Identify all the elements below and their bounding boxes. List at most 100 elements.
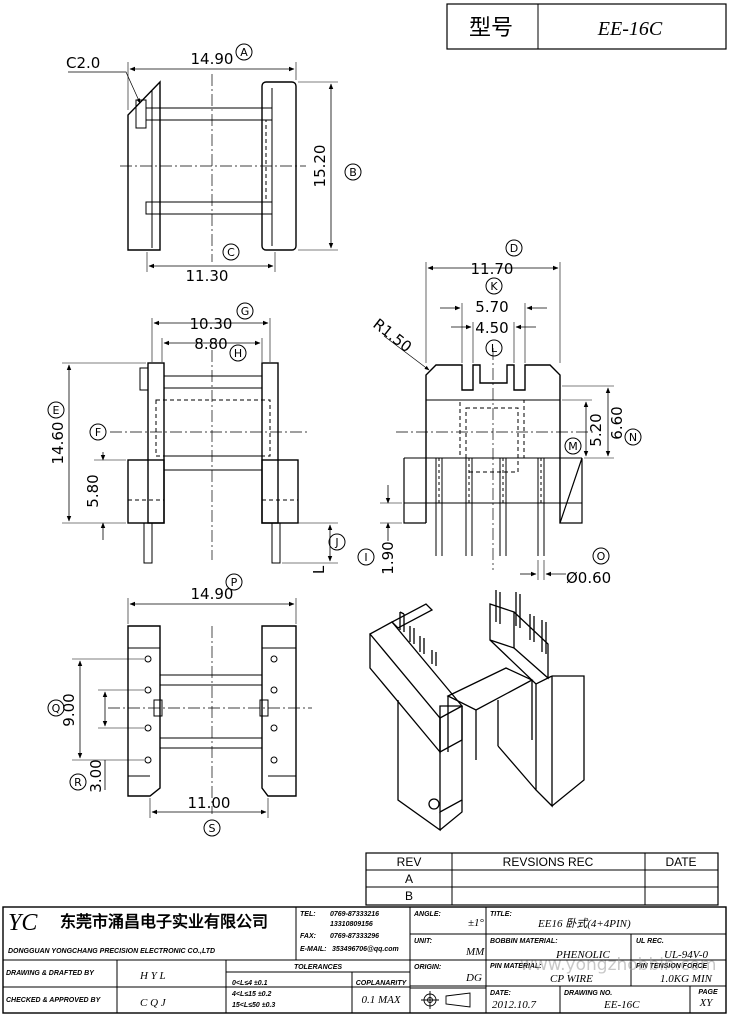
email-value: 353496706@qq.com: [332, 946, 399, 953]
page-value: XY: [699, 997, 715, 1009]
title-value: EE16 卧式(4+4PIN): [537, 917, 631, 930]
dim-q-value: 9.00: [60, 693, 78, 726]
checked-value: C Q J: [140, 997, 167, 1009]
dim-f-letter: F: [95, 426, 101, 439]
bottom-view-labels: 14.90 P 9.00 Q 3.00 R 11.00 S: [47, 573, 243, 837]
side-view: [62, 318, 338, 564]
tolerances-label: TOLERANCES: [294, 964, 342, 971]
bottom-view: [72, 598, 312, 818]
bobbin-material-label: BOBBIN MATERIAL:: [490, 938, 558, 945]
email-label: E-MAIL:: [300, 946, 326, 953]
dim-b-value: 15.20: [311, 145, 329, 188]
dim-radius-value: R1.50: [370, 315, 416, 356]
dim-k-letter: K: [490, 280, 498, 293]
tolerance-2: 4<L≤15 ±0.2: [231, 991, 272, 998]
dim-s-value: 11.00: [188, 794, 231, 812]
pin-hole-marks: [144, 655, 278, 764]
tolerance-1: 0<L≤4 ±0.1: [232, 980, 268, 987]
dim-l-value: 4.50: [475, 319, 508, 337]
dim-g-value: 10.30: [190, 315, 233, 333]
rev-date-header: DATE: [665, 855, 696, 869]
model-label: 型号: [469, 16, 513, 41]
fax-label: FAX:: [300, 933, 316, 940]
origin-value: DG: [465, 972, 482, 984]
dim-m-value: 5.20: [587, 413, 605, 446]
dim-b-letter: B: [349, 166, 357, 179]
tel-value-1: 0769-87333216: [330, 911, 379, 918]
dim-g-letter: G: [241, 305, 250, 318]
dim-n-value: 6.60: [608, 406, 626, 439]
dim-n-letter: N: [629, 431, 637, 444]
coplanarity-value: 0.1 MAX: [361, 994, 401, 1006]
dim-p-value: 14.90: [191, 585, 234, 603]
dim-d-letter: D: [510, 242, 518, 255]
dim-f-value: 5.80: [84, 474, 102, 507]
dim-e-letter: E: [53, 404, 60, 417]
coplanarity-label: COPLANARITY: [356, 980, 408, 987]
dim-c-letter: C: [227, 246, 235, 259]
dim-d-value: 11.70: [471, 260, 514, 278]
dim-r-value: 3.00: [87, 759, 105, 792]
side-view-labels: 10.30 G 8.80 H 14.60 E 5.80 F J L: [47, 302, 346, 574]
dim-a-value: 14.90: [191, 50, 234, 68]
fax-value: 0769-87333296: [330, 933, 379, 940]
dim-c-value: 11.30: [186, 267, 229, 285]
top-view-labels: 14.90 A 15.20 B 11.30 C C2.0: [66, 43, 362, 285]
drawing-value: H Y L: [139, 970, 166, 982]
company-name-en: DONGGUAN YONGCHANG PRECISION ELECTRONIC …: [8, 948, 215, 955]
tel-label: TEL:: [300, 911, 316, 918]
revision-table: [365, 852, 719, 906]
dim-h-letter: H: [234, 347, 242, 360]
title-label: TITLE:: [490, 911, 512, 918]
dim-e-value: 14.60: [49, 422, 67, 465]
dim-j-letter: J: [334, 536, 338, 549]
dim-k-value: 5.70: [475, 298, 508, 316]
model-value: EE-16C: [597, 18, 663, 40]
top-view: [68, 62, 338, 272]
company-logo: YC: [8, 910, 38, 936]
isometric-view: [368, 590, 585, 832]
pin-material-value: CP WIRE: [550, 973, 593, 985]
projection-symbol: [421, 991, 471, 1009]
dim-chamfer-value: C2.0: [66, 54, 100, 72]
checked-label: CHECKED & APPROVED BY: [6, 997, 102, 1004]
dim-q-letter: Q: [52, 702, 61, 715]
page-label: PAGE: [698, 989, 718, 996]
watermark: www.yongzhobbin.com: [520, 955, 716, 975]
tel-value-2: 13310809156: [330, 921, 373, 928]
company-name-cn: 东莞市涌昌电子实业有限公司: [60, 912, 268, 931]
drawing-no-value: EE-16C: [603, 999, 640, 1011]
unit-value: MM: [465, 946, 485, 958]
end-view: [380, 262, 614, 580]
ul-rec-label: UL REC.: [636, 938, 664, 945]
angle-value: ±1°: [468, 917, 485, 929]
origin-label: ORIGIN:: [414, 964, 441, 971]
dim-s-letter: S: [209, 822, 216, 835]
pin-material-label: PIN MATERIAL:: [490, 963, 542, 970]
dim-i-letter: I: [364, 551, 367, 564]
dim-l-letter: L: [491, 342, 498, 355]
dim-a-letter: A: [240, 46, 248, 59]
dim-j-value: L: [310, 565, 328, 574]
revision-table-text: REV REVSIONS REC DATE A B: [397, 855, 697, 903]
dim-i-value: 1.90: [379, 541, 397, 574]
title-block-text: YC 东莞市涌昌电子实业有限公司 DONGGUAN YONGCHANG PREC…: [6, 910, 718, 1011]
rev-rec-header: REVSIONS REC: [503, 855, 594, 869]
dim-p-letter: P: [231, 576, 238, 589]
angle-label: ANGLE:: [413, 911, 441, 918]
unit-label: UNIT:: [414, 938, 432, 945]
rev-row-b: B: [405, 889, 413, 903]
dim-o-letter: O: [597, 550, 606, 563]
dim-o-value: Ø0.60: [566, 569, 611, 587]
ul-rec-value: UL-94V-0: [664, 949, 709, 961]
drawing-no-label: DRAWING NO.: [564, 990, 612, 997]
rev-row-a: A: [405, 872, 413, 886]
header-box: 型号 EE-16C: [446, 3, 727, 50]
dim-r-letter: R: [74, 776, 82, 789]
date-label: DATE:: [490, 990, 511, 997]
title-block: [2, 906, 727, 1014]
pin-tension-value: 1.0KG MIN: [660, 973, 713, 985]
dim-m-letter: M: [568, 440, 578, 453]
bobbin-material-value: PHENOLIC: [555, 949, 610, 961]
